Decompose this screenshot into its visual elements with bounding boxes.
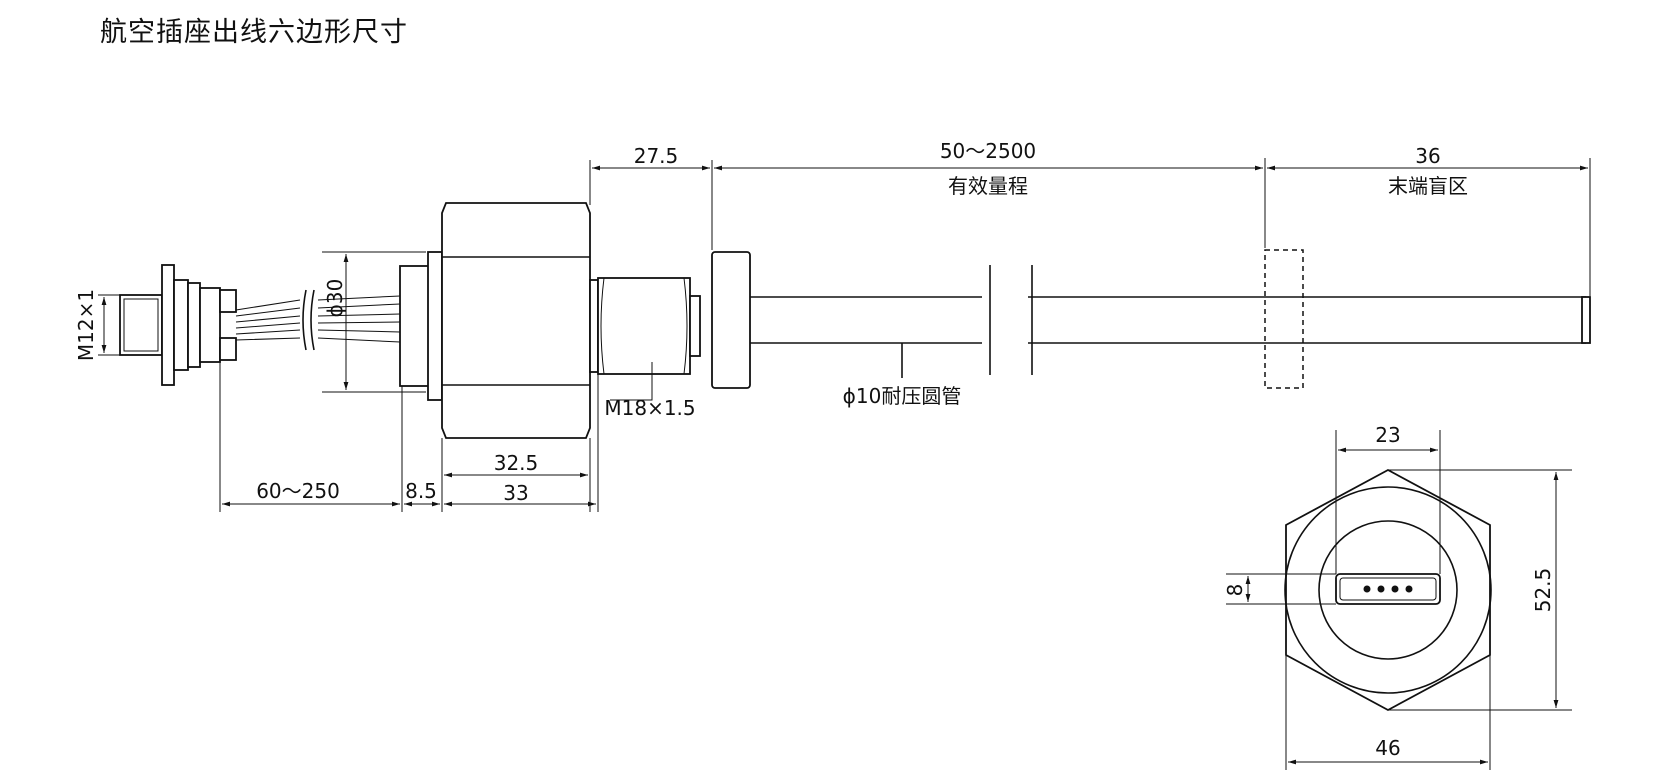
dim-across-flats: 46 — [1375, 736, 1400, 760]
label-pressure-tube: ϕ10耐压圆管 — [843, 384, 962, 408]
cable-gland — [399, 251, 443, 401]
hex-nut — [441, 202, 599, 439]
dim-hex-length-outer: 33 — [503, 481, 528, 505]
aviation-connector — [119, 264, 237, 386]
dim-cable-length: 60～250 — [256, 479, 340, 503]
label-effective-range: 有效量程 — [948, 174, 1028, 198]
dim-flange-offset: 27.5 — [634, 144, 679, 168]
mount-thread — [597, 277, 701, 375]
dim-gland-width: 8.5 — [405, 479, 437, 503]
page-title: 航空插座出线六边形尺寸 — [100, 17, 408, 48]
end-view: 23 8 52.5 46 — [1223, 423, 1572, 770]
dimension-lines — [98, 158, 1591, 512]
float-flange — [711, 251, 751, 389]
pressure-tube — [750, 249, 1591, 389]
dim-hex-length-inner: 32.5 — [494, 451, 539, 475]
dim-connector-height: 8 — [1223, 584, 1247, 597]
dim-connector-thread: M12×1 — [74, 289, 98, 361]
dim-hex-diameter: ϕ30 — [323, 279, 347, 318]
dim-mount-thread: M18×1.5 — [604, 396, 695, 420]
front-view: 27.5 50～2500 有效量程 36 末端盲区 ϕ30 M12×1 M18×… — [74, 139, 1591, 512]
dim-connector-width: 23 — [1375, 423, 1400, 447]
cable-wires — [235, 289, 401, 351]
dim-effective-range: 50～2500 — [940, 139, 1036, 163]
connector-pins — [1363, 585, 1413, 593]
dim-end-blind-zone: 36 — [1415, 144, 1440, 168]
label-end-blind-zone: 末端盲区 — [1388, 174, 1468, 198]
dim-across-corners: 52.5 — [1531, 568, 1555, 613]
